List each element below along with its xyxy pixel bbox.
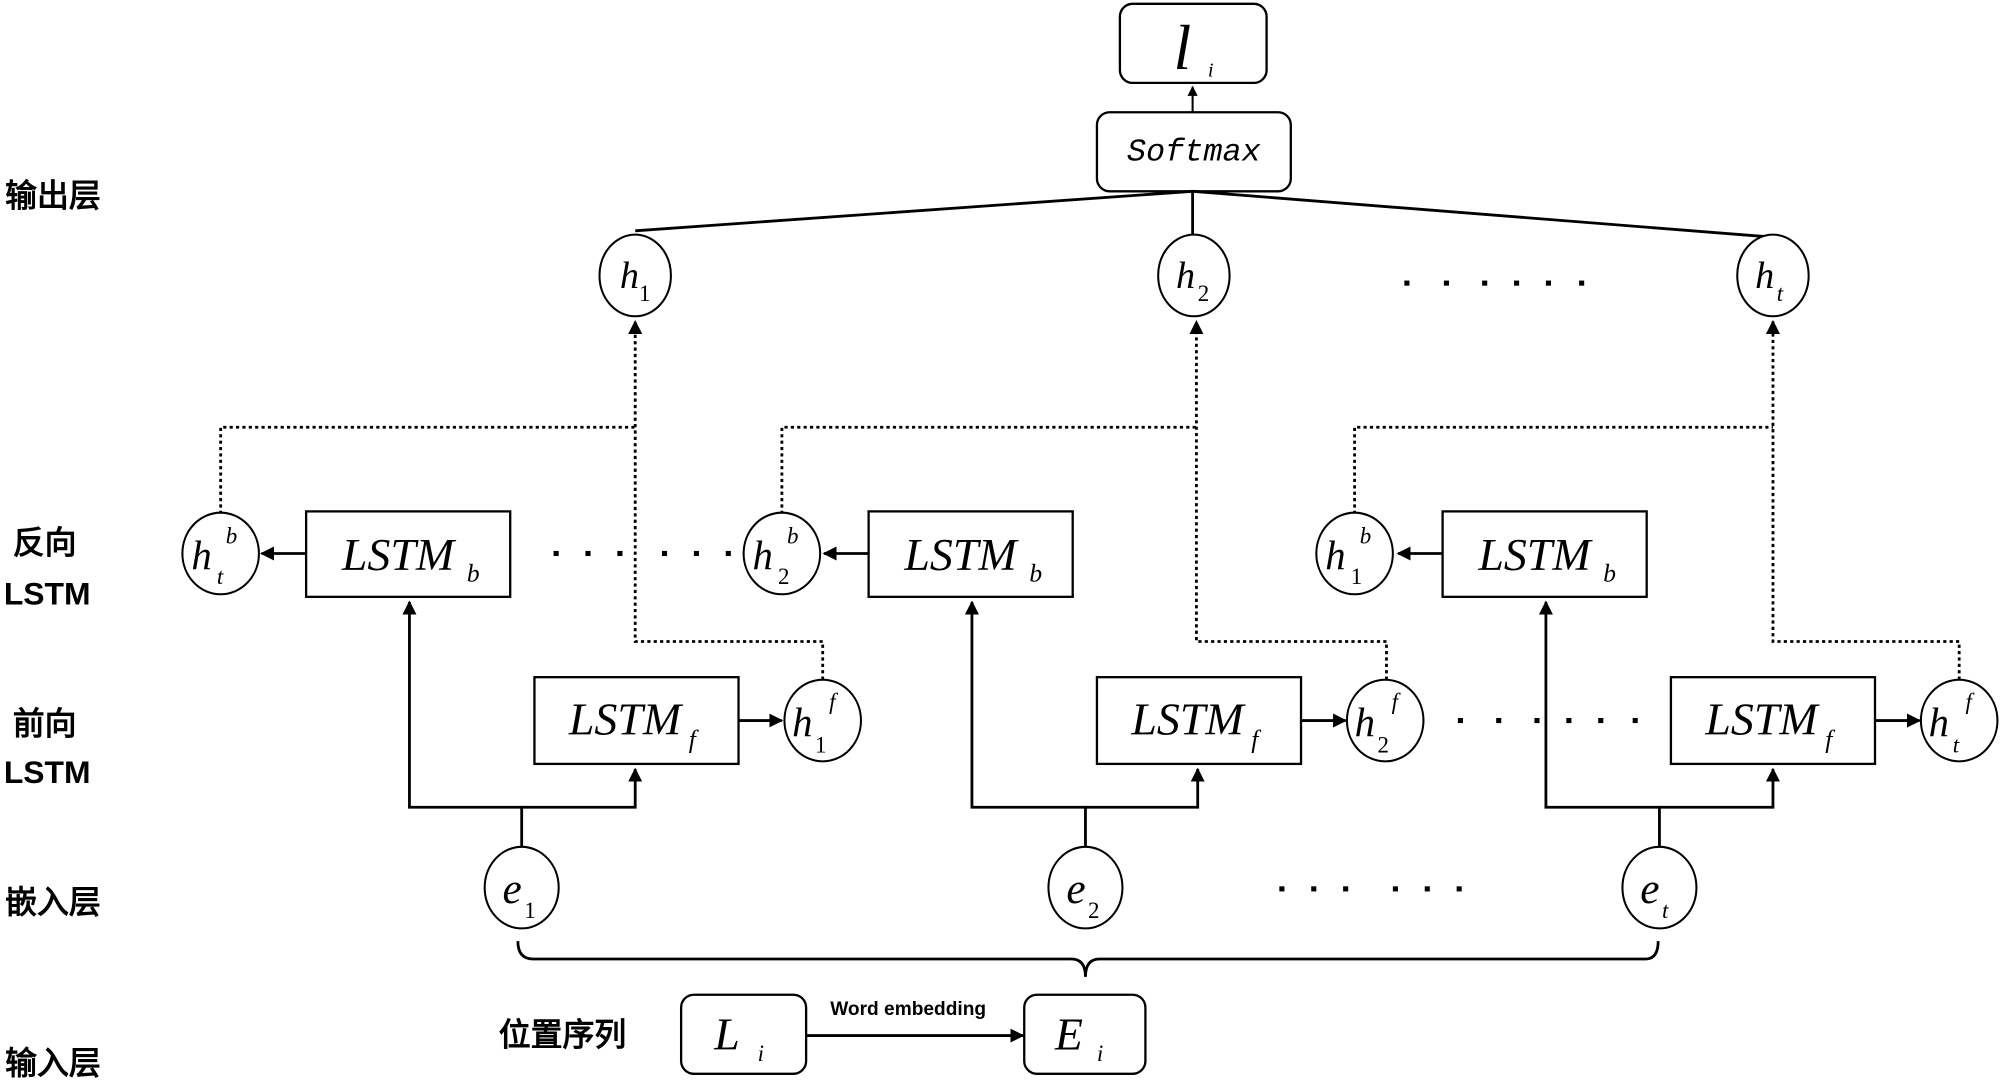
- input-source-sub: i: [758, 1041, 764, 1066]
- input-target-box: E i: [1023, 993, 1147, 1075]
- dotted-h2b-to-h2: [780, 425, 1197, 514]
- dotted-htf-to-ht: [1765, 319, 1961, 680]
- embedding-ellipsis: [1279, 886, 1462, 892]
- embed-e2-to-lstmf2: [1085, 767, 1205, 809]
- embedding-brace: [516, 941, 1660, 977]
- backward-lstm-cell-3-main: LSTM: [1477, 529, 1593, 580]
- layer-label-embedding: 嵌入层: [5, 883, 101, 921]
- forward-lstm-cell-1-sub: f: [689, 724, 700, 753]
- layer-label-output: 输出层: [5, 177, 101, 215]
- input-sequence-label: 位置序列: [499, 1016, 627, 1054]
- backward-state-h2b-sup: b: [787, 523, 798, 548]
- dotted-h2f-to-h2: [1189, 319, 1388, 680]
- backward-state-htb-sub: t: [217, 564, 224, 589]
- dotted-htb-to-h1: [219, 425, 636, 514]
- backward-state-htb-main: h: [191, 533, 211, 578]
- forward-state-htf: h f t: [1919, 678, 1999, 763]
- softmax-to-h1-line: [635, 189, 1193, 233]
- embedding-node-e1-main: e: [503, 865, 522, 913]
- backward-state-h1b-sup: b: [1360, 523, 1371, 548]
- forward-state-htf-sub: t: [1953, 732, 1960, 757]
- embed-e1-to-lstmf1: [521, 767, 643, 809]
- forward-lstm-cell-2-sub: f: [1251, 724, 1262, 753]
- backward-ellipsis: [553, 550, 731, 557]
- backward-state-htb-sup: b: [226, 523, 237, 548]
- forward-lstm-cell-2-main: LSTM: [1130, 694, 1246, 745]
- hidden-node-h2-main: h: [1176, 255, 1195, 297]
- forward-state-h2f-sup: f: [1392, 689, 1402, 714]
- forward-lstm-cell-2: LSTM f: [1095, 676, 1303, 766]
- embed-e1-to-lstmb1: [402, 600, 524, 849]
- backward-lstm-cell-1: LSTM b: [304, 510, 512, 598]
- hidden-node-h2-sub: 2: [1198, 281, 1209, 306]
- backward-state-h2b-main: h: [753, 533, 773, 578]
- hidden-node-h2: h 2: [1157, 233, 1231, 318]
- dotted-h1f-to-h1: [628, 319, 825, 680]
- forward-state-h1f: h f 1: [783, 678, 862, 763]
- backward-state-h1b-main: h: [1325, 533, 1345, 578]
- forward-state-h2f-main: h: [1355, 700, 1375, 745]
- embedding-node-e2: e 2: [1047, 845, 1124, 930]
- backward-lstm-cell-2-main: LSTM: [903, 529, 1019, 580]
- backward-lstm-cell-3-sub: b: [1603, 559, 1616, 588]
- hidden-node-h1-sub: 1: [639, 281, 650, 306]
- forward-state-htf-main: h: [1929, 700, 1949, 745]
- forward-lstm-cell-3-main: LSTM: [1704, 694, 1820, 745]
- embedding-node-e1-sub: 1: [524, 898, 535, 923]
- embedding-node-et: e t: [1621, 845, 1698, 930]
- input-source-main: L: [713, 1009, 740, 1060]
- backward-state-h1b-sub: 1: [1351, 564, 1362, 589]
- embed-et-to-lstmb3: [1538, 600, 1661, 849]
- embedding-node-e2-main: e: [1066, 865, 1085, 913]
- backward-state-h2b-sub: 2: [778, 564, 789, 589]
- hidden-node-ht-main: h: [1755, 255, 1774, 297]
- embed-e2-to-lstmb2: [964, 600, 1087, 849]
- forward-state-h2f-sub: 2: [1378, 732, 1389, 757]
- hidden-node-ht-sub: t: [1777, 281, 1784, 306]
- forward-lstm-cell-3-sub: f: [1825, 724, 1836, 753]
- input-source-box: L i: [679, 993, 808, 1075]
- embedding-node-e1: e 1: [483, 845, 560, 930]
- softmax-label: Softmax: [1127, 134, 1261, 171]
- layer-label-forward-line1: 前向: [13, 705, 77, 743]
- input-target-sub: i: [1097, 1041, 1103, 1066]
- backward-lstm-cell-3: LSTM b: [1441, 510, 1648, 598]
- embedding-node-et-main: e: [1640, 865, 1659, 913]
- embedding-node-e2-sub: 2: [1088, 898, 1099, 923]
- layer-label-forward-line2: LSTM: [4, 754, 91, 790]
- backward-lstm-cell-1-main: LSTM: [341, 529, 457, 580]
- forward-state-h1f-main: h: [792, 700, 812, 745]
- output-label-box: l i: [1118, 2, 1268, 85]
- forward-lstm-cell-3: LSTM f: [1669, 676, 1877, 766]
- output-ellipsis: [1404, 280, 1585, 286]
- backward-state-h1b: h b 1: [1315, 511, 1394, 596]
- layer-label-input: 输入层: [5, 1044, 101, 1082]
- forward-state-h1f-sub: 1: [815, 732, 826, 757]
- forward-lstm-cell-1: LSTM f: [533, 676, 740, 766]
- backward-lstm-cell-2-sub: b: [1029, 559, 1042, 588]
- word-embedding-label: Word embedding: [830, 999, 986, 1020]
- forward-state-h1f-sup: f: [829, 689, 839, 714]
- forward-ellipsis: [1457, 717, 1638, 724]
- hidden-node-ht: h t: [1736, 233, 1810, 318]
- forward-state-htf-sup: f: [1966, 689, 1976, 714]
- forward-lstm-cell-1-main: LSTM: [568, 694, 684, 745]
- layer-label-backward-line1: 反向: [13, 523, 77, 561]
- layer-label-backward-line2: LSTM: [4, 575, 91, 611]
- backward-lstm-cell-2: LSTM b: [867, 510, 1074, 598]
- output-label-sub: i: [1208, 60, 1214, 82]
- backward-state-h2b: h b 2: [742, 511, 822, 596]
- embed-et-to-lstmf3: [1659, 767, 1780, 809]
- backward-lstm-cell-1-sub: b: [467, 559, 480, 588]
- backward-state-htb: h b t: [181, 511, 260, 596]
- dotted-h1b-to-ht: [1353, 425, 1773, 514]
- hidden-node-h1: h 1: [598, 233, 672, 318]
- input-target-main: E: [1054, 1009, 1083, 1060]
- hidden-node-h1-main: h: [620, 255, 639, 297]
- softmax-box: Softmax: [1095, 111, 1292, 193]
- output-label-main: l: [1173, 12, 1191, 83]
- embedding-node-et-sub: t: [1662, 898, 1669, 923]
- forward-state-h2f: h f 2: [1345, 678, 1425, 763]
- softmax-to-ht-line: [1192, 189, 1774, 239]
